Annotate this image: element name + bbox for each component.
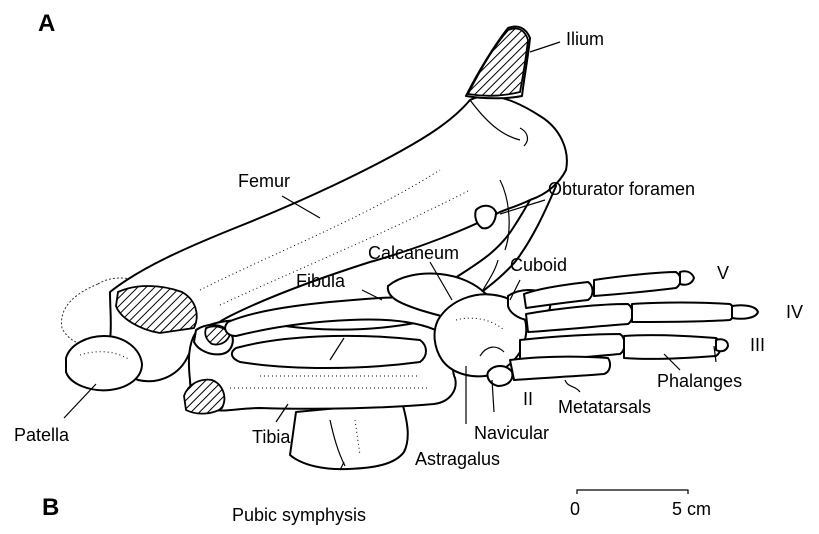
- digit-ii-label: II: [523, 390, 533, 408]
- obturator-foramen-shape: [475, 206, 496, 229]
- obturator-foramen-label: Obturator foramen: [548, 180, 695, 198]
- femur-label: Femur: [238, 172, 290, 190]
- calcaneum-label: Calcaneum: [368, 244, 459, 262]
- tibia-label: Tibia: [252, 428, 290, 446]
- ilium-label: Ilium: [566, 30, 604, 48]
- scale-bar-line: [577, 490, 688, 494]
- fibula-label: Fibula: [296, 272, 345, 290]
- cuboid-label: Cuboid: [510, 256, 567, 274]
- pubic-symphysis-label: Pubic symphysis: [232, 506, 366, 524]
- digit-iii-label: III: [750, 336, 765, 354]
- metatarsals-label: Metatarsals: [558, 398, 651, 416]
- pubic-symphysis-bone: [290, 402, 408, 469]
- scale-bar-end-label: 5 cm: [672, 500, 711, 518]
- navicular-label: Navicular: [474, 424, 549, 442]
- scale-bar-start-label: 0: [570, 500, 580, 518]
- digit-iv: [526, 303, 758, 333]
- navicular-bone: [487, 366, 512, 386]
- astragalus-label: Astragalus: [415, 450, 500, 468]
- digit-v-label: V: [717, 264, 729, 282]
- phalanges-label: Phalanges: [657, 372, 742, 390]
- digit-iv-label: IV: [786, 303, 803, 321]
- patella-label: Patella: [14, 426, 69, 444]
- panel-a-label: A: [38, 12, 55, 36]
- digit-ii: [510, 357, 610, 380]
- ilium-hatch: [468, 28, 528, 95]
- panel-b-label: B: [42, 496, 59, 520]
- patella-bone: [66, 336, 142, 390]
